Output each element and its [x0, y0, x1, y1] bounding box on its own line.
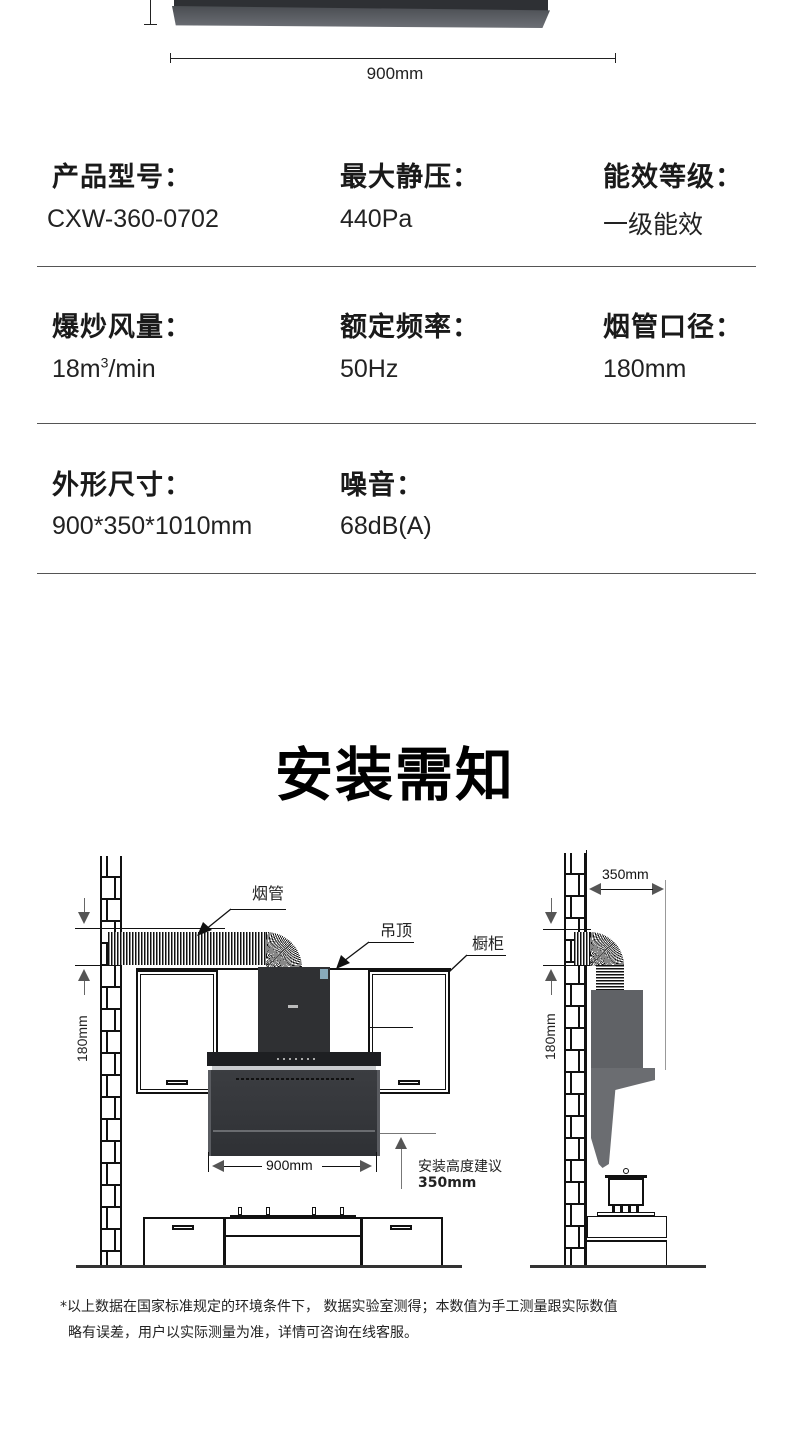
- spec-value-duct-diameter: 180mm: [603, 355, 687, 383]
- spec-value-noise: 68dB(A): [340, 512, 432, 540]
- pot-stand: [612, 1206, 640, 1212]
- brick-wall: [100, 856, 122, 1266]
- hood-chimney: [258, 967, 330, 1055]
- gas-stove-burners: [232, 1207, 352, 1217]
- side-depth-label: 350mm: [602, 866, 649, 882]
- arrow-up-icon: [545, 969, 557, 981]
- upper-cabinet-left: [136, 970, 218, 1094]
- arrow-right-icon: [652, 883, 664, 895]
- height-dimension-line: [150, 0, 151, 25]
- hood-body: [208, 1070, 380, 1156]
- footnote-line-1: *以上数据在国家标准规定的环境条件下， 数据实验室测得；本数值为手工测量跟实际数…: [60, 1299, 618, 1315]
- energy-label-icon: [320, 969, 328, 979]
- hood-width-label: 900mm: [266, 1157, 313, 1173]
- cooking-pot: [608, 1178, 644, 1206]
- footnote-line-2: 略有误差，用户以实际测量为准，详情可咨询在线客服。: [68, 1325, 418, 1341]
- arrow-up-icon: [78, 969, 90, 981]
- duct-top-line: [75, 928, 225, 929]
- dim-arrow-line: [84, 981, 85, 995]
- width-dimension-end-right: [615, 53, 616, 63]
- upper-cabinet-right: [368, 970, 450, 1094]
- install-height-label: 安装高度建议: [418, 1159, 502, 1175]
- spec-label-rated-frequency: 额定频率：: [340, 312, 480, 343]
- arrow-left-icon: [589, 883, 601, 895]
- spec-label-max-static-pressure: 最大静压：: [340, 162, 480, 193]
- dim-arrow-line: [84, 898, 85, 912]
- arrow-down-icon: [78, 912, 90, 924]
- width-dimension-end-left: [170, 53, 171, 63]
- touch-buttons: [277, 1058, 317, 1060]
- spec-value-max-static-pressure: 440Pa: [340, 205, 413, 233]
- side-hood-chimney: [591, 990, 643, 1070]
- floor-line: [76, 1265, 462, 1268]
- spec-label-dimensions: 外形尺寸：: [52, 470, 192, 501]
- wall-surface-line: [586, 850, 587, 1266]
- hood-vent-slots: [236, 1078, 356, 1080]
- install-height-value: 350mm: [418, 1175, 477, 1191]
- side-duct-height-label: 180mm: [542, 1013, 558, 1060]
- brick-wall: [564, 853, 586, 1266]
- width-dimension-line: [170, 58, 616, 59]
- stove-cabinet: [224, 1217, 362, 1267]
- smoke-duct-elbow: [266, 932, 302, 968]
- spec-value-dimensions: 900*350*1010mm: [52, 512, 253, 540]
- callout-ceiling-line: [368, 942, 414, 943]
- side-duct: [574, 932, 590, 965]
- cabinet-pointer-line: [370, 1027, 413, 1028]
- cabinet-handle: [166, 1080, 188, 1085]
- spec-value-rated-frequency: 50Hz: [340, 355, 399, 383]
- callout-ceiling-label: 吊顶: [380, 921, 413, 940]
- callout-ceiling-arrow-icon: [336, 941, 370, 969]
- footnote: *以上数据在国家标准规定的环境条件下， 数据实验室测得；本数值为手工测量跟实际数…: [60, 1294, 740, 1346]
- hood-control-panel: [207, 1052, 381, 1066]
- spec-divider: [37, 423, 756, 424]
- stove-top: [230, 1215, 356, 1218]
- spec-value-airflow: 18m3/min: [52, 355, 156, 384]
- cabinet-handle: [398, 1080, 420, 1085]
- arrow-up-icon: [395, 1137, 407, 1149]
- side-counter: [587, 1216, 667, 1238]
- airflow-unit: /min: [108, 355, 156, 383]
- side-stove-top: [597, 1212, 655, 1216]
- smoke-duct: [108, 932, 268, 965]
- callout-duct-arrow-icon: [197, 908, 232, 936]
- callout-cabinet-line: [466, 955, 506, 956]
- pot-knob: [623, 1168, 629, 1174]
- spec-divider: [37, 266, 756, 267]
- floor-line: [530, 1265, 706, 1268]
- spec-label-duct-diameter: 烟管口径：: [603, 312, 743, 343]
- install-section-title: 安装需知: [274, 741, 515, 809]
- spec-label-noise: 噪音：: [340, 470, 424, 501]
- callout-duct-line: [230, 909, 286, 910]
- arrow-down-icon: [545, 912, 557, 924]
- spec-value-model: CXW-360-0702: [47, 205, 219, 233]
- cabinet-handle: [390, 1225, 412, 1230]
- width-dimension-label: 900mm: [366, 64, 424, 83]
- callout-duct-label: 烟管: [252, 884, 285, 903]
- side-duct-elbow: [590, 932, 624, 966]
- spec-value-energy-grade: 一级能效: [603, 211, 704, 239]
- side-hood-body: [591, 1068, 655, 1168]
- callout-cabinet-label: 橱柜: [472, 934, 505, 953]
- duct-bottom-line: [75, 965, 115, 966]
- arrow-right-icon: [360, 1160, 372, 1172]
- duct-height-label: 180mm: [74, 1015, 90, 1062]
- spec-label-model: 产品型号：: [52, 162, 192, 193]
- height-dimension-end: [144, 24, 157, 25]
- pot-lid: [605, 1175, 647, 1178]
- side-duct-vertical: [596, 965, 624, 990]
- spec-label-energy-grade: 能效等级：: [603, 162, 743, 193]
- spec-divider: [37, 573, 756, 574]
- product-image-lip: [172, 6, 550, 28]
- spec-label-airflow: 爆炒风量：: [52, 312, 192, 343]
- cabinet-handle: [172, 1225, 194, 1230]
- airflow-number: 18m: [52, 355, 101, 383]
- airflow-exponent: 3: [100, 354, 109, 371]
- brand-logo-icon: [288, 1005, 298, 1008]
- arrow-left-icon: [212, 1160, 224, 1172]
- hood-light-strip: [212, 1066, 376, 1070]
